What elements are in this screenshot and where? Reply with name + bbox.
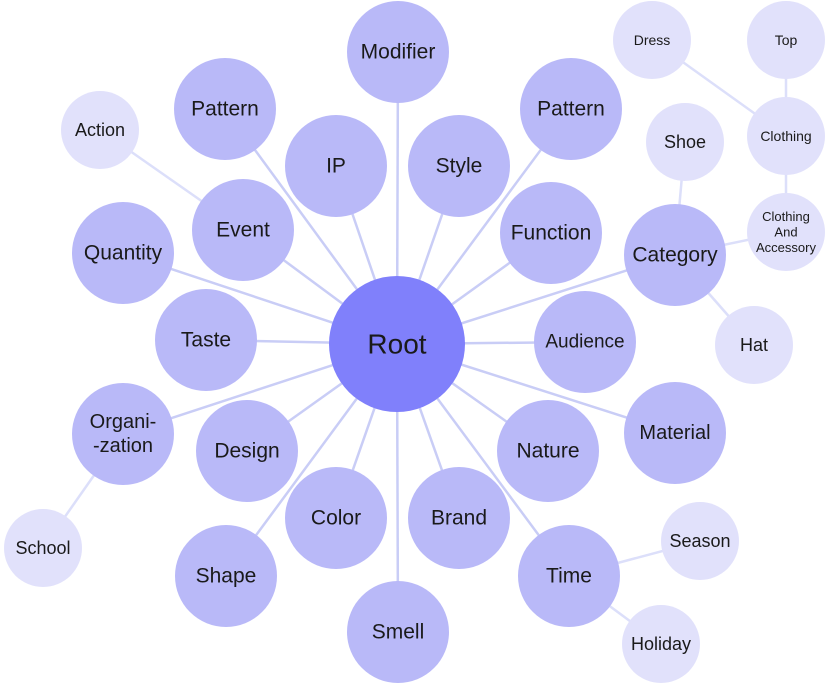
node-color: Color — [285, 467, 387, 569]
node-brand: Brand — [408, 467, 510, 569]
node-material-label: Material — [639, 422, 710, 444]
node-ip-bubble — [285, 115, 387, 217]
node-color-label: Color — [311, 507, 361, 530]
node-shoe-label: Shoe — [664, 132, 706, 152]
node-clothing-and-accessory-bubble — [747, 193, 825, 271]
node-brand-bubble — [408, 467, 510, 569]
node-season-label: Season — [669, 531, 730, 551]
node-shoe: Shoe — [646, 103, 724, 181]
node-clothing-and-accessory-label: Accessory — [756, 240, 816, 255]
node-style-label: Style — [436, 155, 483, 178]
node-organization-label: Organi- — [90, 411, 157, 433]
node-modifier-label: Modifier — [361, 41, 436, 64]
node-smell-bubble — [347, 581, 449, 683]
node-clothing-and-accessory-label: Clothing — [762, 209, 810, 224]
node-hat-label: Hat — [740, 335, 768, 355]
node-quantity-label: Quantity — [84, 242, 163, 265]
node-pattern-left-bubble — [174, 58, 276, 160]
node-audience: Audience — [534, 291, 636, 393]
node-time: Time — [518, 525, 620, 627]
node-organization-bubble — [72, 383, 174, 485]
node-dress: Dress — [613, 1, 691, 79]
node-organization: Organi--zation — [72, 383, 174, 485]
node-time-bubble — [518, 525, 620, 627]
node-holiday-bubble — [622, 605, 700, 683]
node-action-bubble — [61, 91, 139, 169]
node-nature-bubble — [497, 400, 599, 502]
node-taste: Taste — [155, 289, 257, 391]
node-category-bubble — [624, 204, 726, 306]
node-shape-label: Shape — [196, 565, 257, 588]
node-audience-label: Audience — [545, 332, 624, 353]
node-clothing-label: Clothing — [760, 128, 811, 144]
node-root-label: Root — [367, 329, 426, 360]
node-color-bubble — [285, 467, 387, 569]
node-pattern-right-label: Pattern — [537, 98, 605, 121]
node-category: Category — [624, 204, 726, 306]
node-smell-label: Smell — [372, 621, 425, 644]
node-dress-label: Dress — [634, 32, 671, 48]
node-quantity: Quantity — [72, 202, 174, 304]
node-clothing-and-accessory-label: And — [774, 225, 797, 240]
node-dress-bubble — [613, 1, 691, 79]
node-holiday: Holiday — [622, 605, 700, 683]
node-root: Root — [329, 276, 465, 412]
node-event-label: Event — [216, 219, 270, 242]
node-clothing-bubble — [747, 97, 825, 175]
node-modifier: Modifier — [347, 1, 449, 103]
node-function-bubble — [500, 182, 602, 284]
node-ip: IP — [285, 115, 387, 217]
node-root-bubble — [329, 276, 465, 412]
node-design-bubble — [196, 400, 298, 502]
node-shape-bubble — [175, 525, 277, 627]
node-season-bubble — [661, 502, 739, 580]
node-ip-label: IP — [326, 155, 346, 178]
node-pattern-left: Pattern — [174, 58, 276, 160]
node-season: Season — [661, 502, 739, 580]
node-clothing: Clothing — [747, 97, 825, 175]
node-function-label: Function — [511, 222, 592, 245]
node-shoe-bubble — [646, 103, 724, 181]
node-holiday-label: Holiday — [631, 634, 691, 654]
node-pattern-right-bubble — [520, 58, 622, 160]
node-function: Function — [500, 182, 602, 284]
node-event: Event — [192, 179, 294, 281]
node-pattern-left-label: Pattern — [191, 98, 259, 121]
node-quantity-bubble — [72, 202, 174, 304]
node-school: School — [4, 509, 82, 587]
node-top-label: Top — [775, 32, 798, 48]
node-taste-bubble — [155, 289, 257, 391]
node-brand-label: Brand — [431, 507, 487, 530]
node-event-bubble — [192, 179, 294, 281]
node-material-bubble — [624, 382, 726, 484]
node-style: Style — [408, 115, 510, 217]
node-school-bubble — [4, 509, 82, 587]
node-top: Top — [747, 1, 825, 79]
node-smell: Smell — [347, 581, 449, 683]
node-style-bubble — [408, 115, 510, 217]
node-top-bubble — [747, 1, 825, 79]
node-material: Material — [624, 382, 726, 484]
node-shape: Shape — [175, 525, 277, 627]
node-organization-label: -zation — [93, 435, 153, 457]
node-hat: Hat — [715, 306, 793, 384]
node-pattern-right: Pattern — [520, 58, 622, 160]
node-nature-label: Nature — [516, 440, 579, 463]
node-school-label: School — [15, 538, 70, 558]
node-action: Action — [61, 91, 139, 169]
node-audience-bubble — [534, 291, 636, 393]
node-time-label: Time — [546, 565, 592, 588]
node-modifier-bubble — [347, 1, 449, 103]
node-taste-label: Taste — [181, 329, 231, 352]
node-action-label: Action — [75, 120, 125, 140]
node-design: Design — [196, 400, 298, 502]
node-category-label: Category — [632, 244, 718, 267]
node-nature: Nature — [497, 400, 599, 502]
node-design-label: Design — [214, 440, 279, 463]
node-hat-bubble — [715, 306, 793, 384]
